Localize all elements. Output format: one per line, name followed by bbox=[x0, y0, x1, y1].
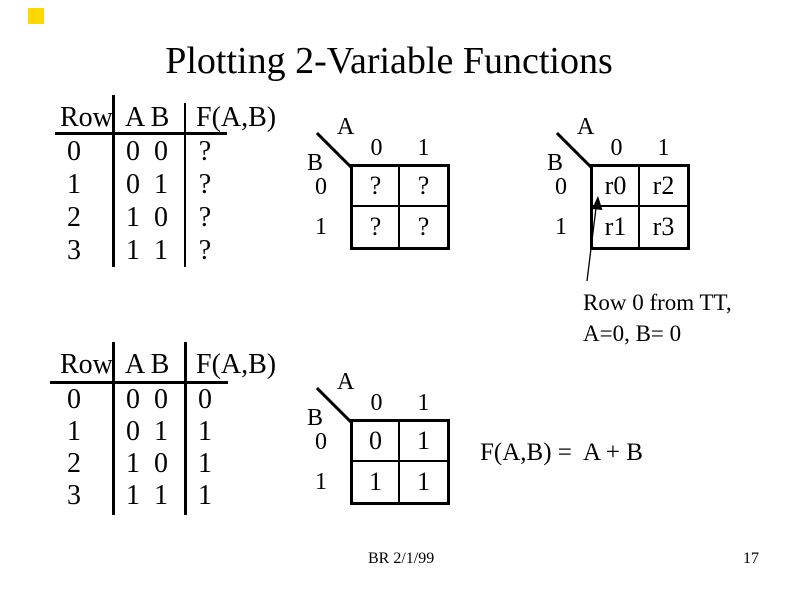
kmap-row-var-label: B bbox=[307, 405, 324, 431]
tt-cell-rownum: 3 bbox=[67, 235, 81, 266]
equation-text: F(A,B) = A + B bbox=[480, 439, 643, 466]
kmap-cell-a1b1: r3 bbox=[652, 212, 675, 241]
tt-cell-f: ? bbox=[198, 169, 212, 200]
tt-cell-rownum: 2 bbox=[67, 448, 81, 479]
tt-header-row-label: Row bbox=[60, 102, 113, 133]
accent-square bbox=[28, 8, 44, 24]
kmap-grid: ? ? ? ? bbox=[350, 164, 450, 250]
kmap-cell-a1b1: ? bbox=[417, 212, 430, 241]
tt-cell-rownum: 1 bbox=[67, 416, 81, 447]
kmap-cell-a0b0: 0 bbox=[353, 422, 400, 462]
kmap-cell-a0b1: ? bbox=[353, 207, 400, 247]
kmap-cell-a1b1: 1 bbox=[417, 467, 430, 496]
tt-cell-a: 0 bbox=[126, 416, 140, 447]
tt-cell-b: 1 bbox=[154, 235, 168, 266]
tt-cell-rownum: 3 bbox=[67, 480, 81, 511]
tt-cell-rownum: 0 bbox=[67, 136, 81, 167]
tt-cell-a: 1 bbox=[126, 202, 140, 233]
tt-cell-a: 0 bbox=[126, 384, 140, 415]
kmap-cell-a0b0: r0 bbox=[593, 167, 640, 207]
kmap-unknown: A B 0 1 0 1 ? ? ? ? bbox=[300, 100, 470, 275]
tt-header-underline bbox=[50, 381, 228, 384]
kmap-row-var-label: B bbox=[307, 150, 324, 176]
kmap-col-label-1: 1 bbox=[657, 135, 670, 161]
tt-column-divider-2 bbox=[184, 342, 187, 515]
table-row: 1 0 1 1 bbox=[50, 418, 245, 450]
tt-cell-b: 1 bbox=[154, 480, 168, 511]
kmap-cell-a0b0: ? bbox=[353, 167, 400, 207]
tt-cell-f: 0 bbox=[198, 384, 212, 415]
tt-cell-b: 0 bbox=[154, 384, 168, 415]
annotation-line-1: Row 0 from TT, bbox=[583, 290, 732, 315]
tt-cell-a: 1 bbox=[126, 480, 140, 511]
tt-cell-a: 1 bbox=[126, 448, 140, 479]
kmap-col-var-label: A bbox=[337, 369, 355, 395]
annotation-arrow-icon bbox=[586, 196, 603, 282]
table-row: 0 0 0 0 bbox=[50, 386, 245, 418]
tt-column-divider-2 bbox=[184, 103, 186, 267]
tt-cell-a: 1 bbox=[126, 235, 140, 266]
kmap-cell-a1b0: 1 bbox=[400, 422, 447, 462]
tt-cell-f: ? bbox=[198, 136, 212, 167]
kmap-row-label-0: 0 bbox=[555, 174, 567, 200]
tt-cell-rownum: 0 bbox=[67, 384, 81, 415]
table-row: 3 1 1 1 bbox=[50, 482, 245, 514]
tt-cell-a: 0 bbox=[126, 169, 140, 200]
truth-table-unknown: Row A B F(A,B) 0 0 0 ? 1 0 1 ? 2 1 0 ? 3… bbox=[50, 95, 276, 275]
annotation-text: Row 0 from TT, A=0, B= 0 bbox=[583, 287, 732, 349]
tt-header-inputs-label: A B bbox=[125, 349, 170, 380]
kmap-row-var-label: B bbox=[547, 150, 564, 176]
kmap-row-label-1: 1 bbox=[555, 214, 567, 240]
tt-cell-a: 0 bbox=[126, 136, 140, 167]
table-row: 0 0 0 ? bbox=[50, 138, 245, 170]
kmap-col-var-label: A bbox=[337, 114, 355, 140]
tt-cell-f: ? bbox=[198, 235, 212, 266]
tt-header-output-label: F(A,B) bbox=[196, 349, 277, 380]
tt-cell-b: 1 bbox=[154, 169, 168, 200]
tt-cell-f: 1 bbox=[198, 416, 212, 447]
tt-cell-f: 1 bbox=[198, 480, 212, 511]
kmap-col-label-0: 0 bbox=[370, 390, 383, 416]
tt-header-underline bbox=[55, 132, 227, 135]
kmap-cell-a0b1: r1 bbox=[593, 207, 640, 247]
tt-cell-b: 0 bbox=[154, 448, 168, 479]
table-row: 1 0 1 ? bbox=[50, 171, 245, 203]
kmap-col-var-label: A bbox=[577, 114, 595, 140]
tt-column-divider-1 bbox=[112, 342, 115, 515]
kmap-row-label-0: 0 bbox=[315, 429, 327, 455]
tt-cell-b: 0 bbox=[154, 136, 168, 167]
kmap-row-numbers: A B 0 1 0 1 r0 r2 r1 r3 bbox=[540, 100, 710, 275]
tt-cell-f: ? bbox=[198, 202, 212, 233]
kmap-grid: 0 1 1 1 bbox=[350, 419, 450, 505]
kmap-cell-a1b0: ? bbox=[400, 167, 447, 207]
tt-cell-rownum: 2 bbox=[67, 202, 81, 233]
tt-column-divider-1 bbox=[112, 95, 115, 267]
tt-header-row-label: Row bbox=[60, 349, 113, 380]
tt-header-inputs-label: A B bbox=[125, 102, 170, 133]
kmap-row-label-1: 1 bbox=[315, 214, 327, 240]
kmap-col-label-0: 0 bbox=[610, 135, 623, 161]
kmap-row-label-0: 0 bbox=[315, 174, 327, 200]
tt-cell-f: 1 bbox=[198, 448, 212, 479]
tt-cell-b: 0 bbox=[154, 202, 168, 233]
page-number: 17 bbox=[743, 550, 759, 567]
kmap-solution: A B 0 1 0 1 0 1 1 1 bbox=[300, 355, 470, 530]
table-row: 2 1 0 1 bbox=[50, 450, 245, 482]
tt-header-output-label: F(A,B) bbox=[196, 102, 277, 133]
kmap-cell-a0b1: 1 bbox=[353, 462, 400, 502]
kmap-col-label-0: 0 bbox=[370, 135, 383, 161]
page-title: Plotting 2-Variable Functions bbox=[165, 40, 613, 82]
truth-table-solved: Row A B F(A,B) 0 0 0 0 1 0 1 1 2 1 0 1 3… bbox=[50, 342, 276, 522]
kmap-col-label-1: 1 bbox=[417, 135, 430, 161]
tt-cell-rownum: 1 bbox=[67, 169, 81, 200]
annotation-line-2: A=0, B= 0 bbox=[583, 321, 682, 346]
table-row: 3 1 1 ? bbox=[50, 237, 245, 269]
tt-cell-b: 1 bbox=[154, 416, 168, 447]
kmap-grid: r0 r2 r1 r3 bbox=[590, 164, 690, 250]
table-row: 2 1 0 ? bbox=[50, 204, 245, 236]
kmap-row-label-1: 1 bbox=[315, 469, 327, 495]
kmap-cell-a1b0: r2 bbox=[640, 167, 687, 207]
kmap-col-label-1: 1 bbox=[417, 390, 430, 416]
footer-author-date: BR 2/1/99 bbox=[368, 550, 435, 567]
